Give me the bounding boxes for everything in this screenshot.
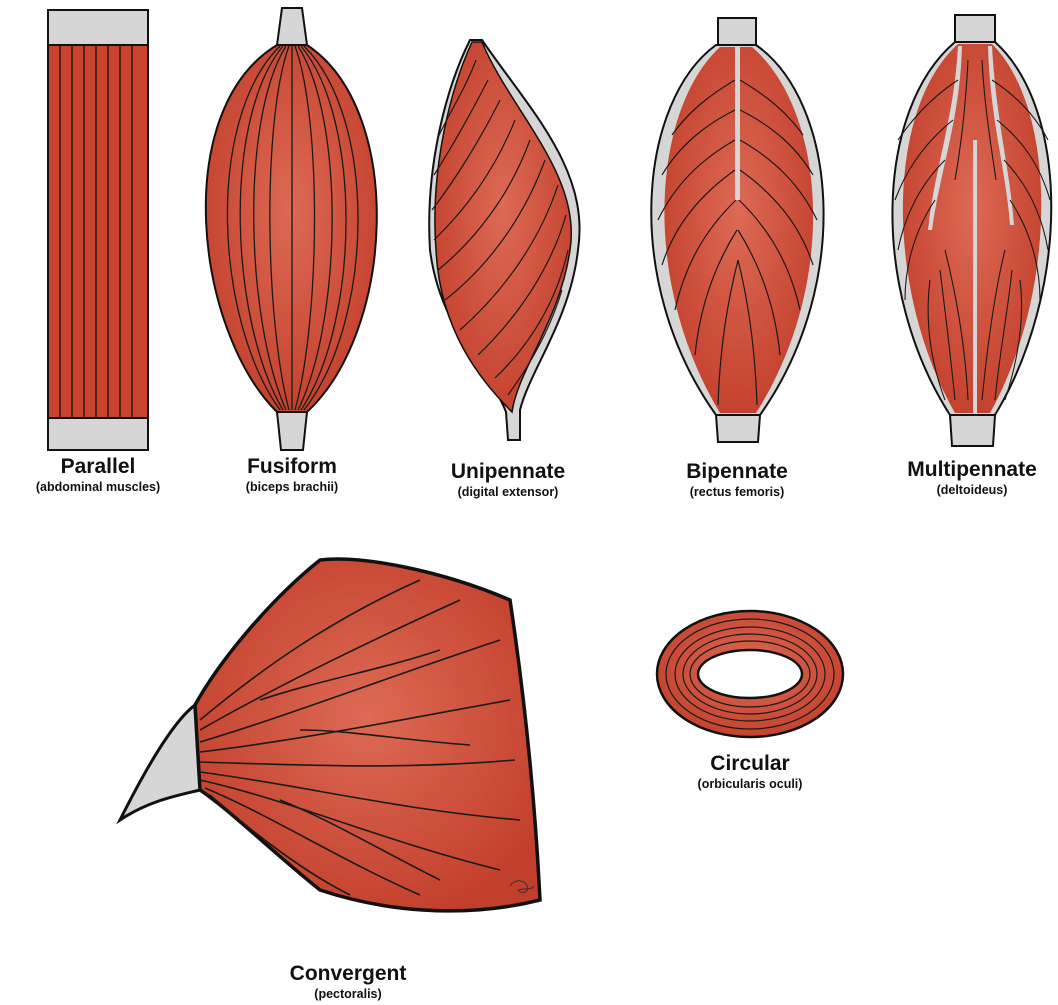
muscle-example: (biceps brachii) [246,479,338,495]
circular-muscle [657,611,843,737]
muscle-name: Convergent [290,962,407,986]
parallel-muscle [48,10,148,450]
label-unipennate: Unipennate (digital extensor) [451,460,565,500]
label-circular: Circular (orbicularis oculi) [698,752,803,792]
bipennate-muscle [651,18,823,442]
convergent-muscle [120,559,540,911]
multipennate-muscle [892,15,1051,446]
muscle-example: (pectoralis) [290,986,407,1002]
unipennate-muscle [429,40,580,440]
label-multipennate: Multipennate (deltoideus) [907,458,1037,498]
muscle-name: Bipennate [686,460,788,484]
label-fusiform: Fusiform (biceps brachii) [246,455,338,495]
muscle-name: Fusiform [246,455,338,479]
label-parallel: Parallel (abdominal muscles) [36,455,160,495]
muscle-name: Circular [698,752,803,776]
muscle-example: (rectus femoris) [686,484,788,500]
muscle-example: (abdominal muscles) [36,479,160,495]
muscle-example: (digital extensor) [451,484,565,500]
muscle-example: (deltoideus) [907,482,1037,498]
label-bipennate: Bipennate (rectus femoris) [686,460,788,500]
fusiform-muscle [206,8,377,450]
muscle-example: (orbicularis oculi) [698,776,803,792]
muscle-name: Unipennate [451,460,565,484]
muscle-name: Parallel [36,455,160,479]
label-convergent: Convergent (pectoralis) [290,962,407,1002]
muscle-name: Multipennate [907,458,1037,482]
